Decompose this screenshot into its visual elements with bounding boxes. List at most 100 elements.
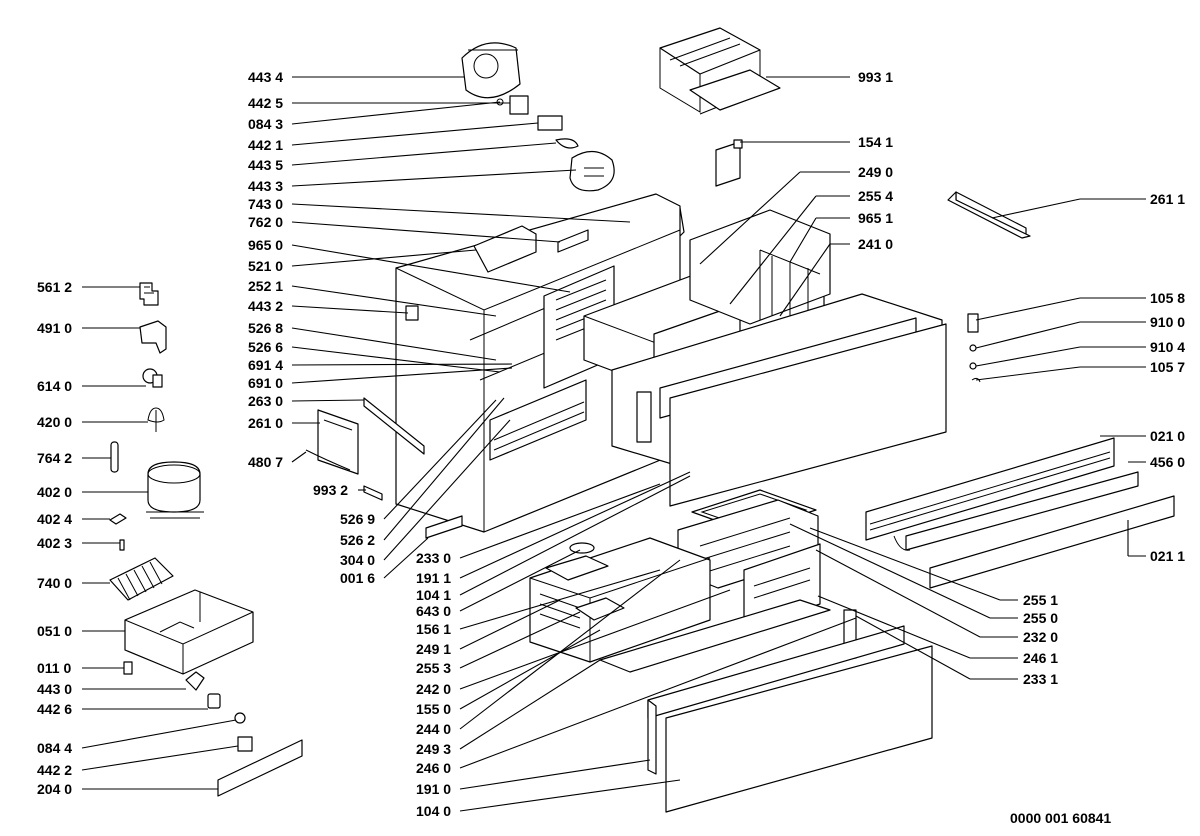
drawer-icon xyxy=(529,489,857,673)
callout-label: 480 7 xyxy=(248,454,283,470)
callout-label: 001 6 xyxy=(340,570,375,586)
fan-coil-icon xyxy=(109,557,174,601)
screw-icon xyxy=(123,661,133,675)
door-panel-icon xyxy=(636,317,947,507)
callout-label: 255 4 xyxy=(858,188,893,204)
callout-label: 443 2 xyxy=(248,298,283,314)
callout-label: 691 0 xyxy=(248,375,283,391)
callout-label: 255 0 xyxy=(1023,610,1058,626)
callout-label: 402 4 xyxy=(37,511,72,527)
callout-label: 526 2 xyxy=(340,532,375,548)
callout-label: 104 0 xyxy=(416,803,451,819)
callout-label: 442 2 xyxy=(37,762,72,778)
callout-label: 204 0 xyxy=(37,781,72,797)
callout-label: 252 1 xyxy=(248,278,283,294)
capacitor-icon xyxy=(147,407,165,432)
callout-label: 910 0 xyxy=(1150,314,1185,330)
clip-icon xyxy=(109,513,127,551)
callout-label: 526 8 xyxy=(248,320,283,336)
callout-label: 740 0 xyxy=(37,575,72,591)
callout-label: 526 9 xyxy=(340,511,375,527)
callout-label: 263 0 xyxy=(248,393,283,409)
callout-label: 104 1 xyxy=(416,587,451,603)
callout-label: 249 0 xyxy=(858,164,893,180)
callout-label: 443 0 xyxy=(37,681,72,697)
callout-label: 105 8 xyxy=(1150,290,1185,306)
callout-label: 233 0 xyxy=(416,550,451,566)
callout-label: 105 7 xyxy=(1150,359,1185,375)
thermostat-icon xyxy=(142,368,163,388)
callout-label: 084 3 xyxy=(248,116,283,132)
callout-label: 154 1 xyxy=(858,134,893,150)
fan-motor-icon xyxy=(185,671,253,752)
callout-label: 244 0 xyxy=(416,721,451,737)
callout-label: 420 0 xyxy=(37,414,72,430)
callout-label: 743 0 xyxy=(248,196,283,212)
callout-label: 191 0 xyxy=(416,781,451,797)
callout-label: 442 6 xyxy=(37,701,72,717)
parts-artwork xyxy=(109,27,1175,813)
callout-label: 442 1 xyxy=(248,137,283,153)
callout-label: 051 0 xyxy=(37,623,72,639)
callout-label: 526 6 xyxy=(248,339,283,355)
callout-label: 155 0 xyxy=(416,701,451,717)
callout-label: 910 4 xyxy=(1150,339,1185,355)
light-cover-icon xyxy=(715,139,743,187)
handle-icon xyxy=(865,437,1115,551)
callout-label: 084 4 xyxy=(37,740,72,756)
callout-label: 443 5 xyxy=(248,157,283,173)
callout-label: 233 1 xyxy=(1023,671,1058,687)
shelf-frame-icon xyxy=(659,27,781,115)
cabinet-frame-icon xyxy=(395,193,681,533)
callout-label: 304 0 xyxy=(340,552,375,568)
callout-label: 232 0 xyxy=(1023,629,1058,645)
callout-label: 242 0 xyxy=(416,681,451,697)
callout-label: 491 0 xyxy=(37,320,72,336)
callout-label: 993 2 xyxy=(313,482,348,498)
sensor-parts-icon xyxy=(305,397,463,539)
labels-left: 561 2 491 0 614 0 420 0 764 2 402 0 402 … xyxy=(37,279,72,797)
tray-icon xyxy=(124,589,254,675)
compressor-icon xyxy=(146,461,204,519)
callout-label: 614 0 xyxy=(37,378,72,394)
callout-label: 561 2 xyxy=(37,279,72,295)
callout-label: 965 0 xyxy=(248,237,283,253)
callout-label: 021 0 xyxy=(1150,428,1185,444)
fuse-icon xyxy=(110,441,119,473)
callout-label: 762 0 xyxy=(248,214,283,230)
rail-icon xyxy=(947,191,1031,239)
callout-label: 021 1 xyxy=(1150,548,1185,564)
callout-label: 255 1 xyxy=(1023,592,1058,608)
handle-trim-icon xyxy=(905,471,1175,589)
callout-label: 249 3 xyxy=(416,741,451,757)
callout-label: 993 1 xyxy=(858,69,893,85)
callout-label: 249 1 xyxy=(416,641,451,657)
bracket-icon xyxy=(139,320,167,354)
callout-label: 261 0 xyxy=(248,415,283,431)
callout-label: 443 4 xyxy=(248,69,283,85)
drawing-number: 0000 001 60841 xyxy=(1010,810,1111,826)
leader-lines xyxy=(81,76,1146,812)
callout-label: 402 0 xyxy=(37,484,72,500)
callout-label: 246 1 xyxy=(1023,650,1058,666)
callout-label: 011 0 xyxy=(37,660,71,676)
callout-label: 255 3 xyxy=(416,660,451,676)
callout-label: 261 1 xyxy=(1150,191,1185,207)
callout-label: 456 0 xyxy=(1150,454,1185,470)
callout-label: 442 5 xyxy=(248,95,283,111)
callout-label: 965 1 xyxy=(858,210,893,226)
callout-label: 402 3 xyxy=(37,535,72,551)
callout-label: 521 0 xyxy=(248,258,283,274)
callout-label: 691 4 xyxy=(248,357,283,373)
callout-label: 241 0 xyxy=(858,236,893,252)
labels-lower-mid: 233 0 191 1 104 1 643 0 156 1 249 1 255 … xyxy=(416,550,451,819)
labels-right: 993 1 154 1 249 0 255 4 965 1 241 0 261 … xyxy=(858,69,1185,687)
relay-icon xyxy=(139,282,159,306)
callout-label: 191 1 xyxy=(416,570,451,586)
callout-label: 764 2 xyxy=(37,450,72,466)
callout-label: 643 0 xyxy=(416,603,451,619)
labels-upper-mid: 443 4 442 5 084 3 442 1 443 5 443 3 743 … xyxy=(248,69,375,586)
callout-label: 246 0 xyxy=(416,760,451,776)
